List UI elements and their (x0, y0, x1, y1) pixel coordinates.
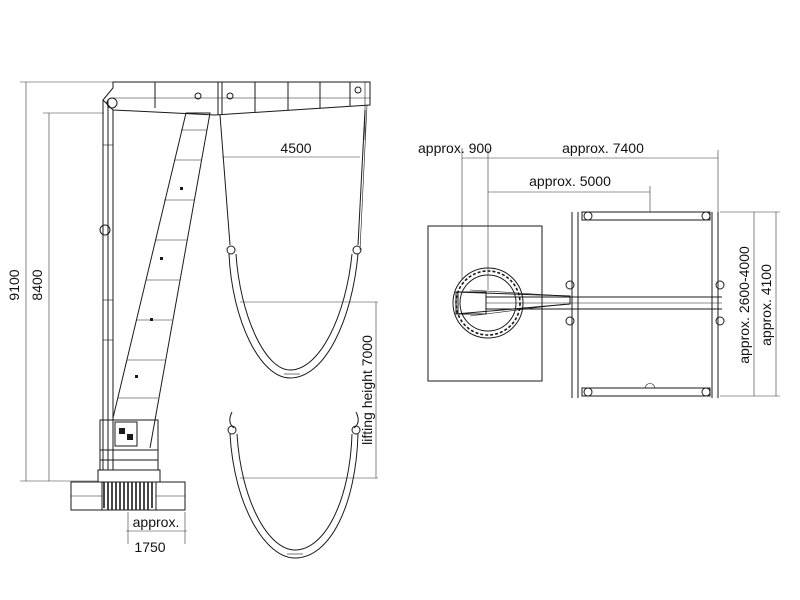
dimension-boom-height: 8400 (29, 112, 104, 481)
dimension-approx-7400-label: approx. 7400 (562, 140, 644, 156)
dimension-total-height: 9100 (6, 81, 180, 482)
crane-cab (99, 419, 159, 471)
dimension-total-height-label: 9100 (6, 269, 22, 300)
dimension-approx-2600-4000: approx. 2600-4000 (720, 211, 780, 397)
top-foundation-square (427, 225, 543, 382)
crane-boom (112, 112, 211, 449)
crane-foundation (70, 481, 186, 511)
load-sling-lower (227, 411, 361, 559)
load-sling-upper (219, 109, 366, 379)
top-boom (455, 289, 571, 317)
crane-mast (99, 97, 118, 470)
side-view: 9100 8400 (6, 81, 378, 559)
spreader-beam-top (581, 211, 711, 221)
crane-jib (102, 81, 371, 251)
spreader-frame (565, 212, 725, 398)
dimension-approx-2600-4000-label: approx. 2600-4000 (736, 246, 752, 364)
dimension-approx-4100: approx. 4100 (758, 212, 777, 396)
dimension-base-width: approx. 1750 (126, 512, 187, 555)
dimension-lifting-height-label: lifting height 7000 (359, 335, 375, 445)
dimension-base-approx-label: approx. (133, 514, 180, 530)
dimension-approx-7400: approx. 7400 (562, 140, 719, 212)
dimension-approx-4100-label: approx. 4100 (758, 264, 774, 346)
dimension-base-width-label: 1750 (134, 539, 165, 555)
top-view: approx. 900 approx. 7400 approx. 5000 (418, 140, 780, 398)
top-jib (486, 296, 722, 310)
dimension-approx-900: approx. 900 (418, 140, 718, 290)
dimension-outreach-label: 4500 (280, 140, 311, 156)
dimension-lifting-height: lifting height 7000 (240, 301, 378, 479)
dimension-approx-900-label: approx. 900 (418, 140, 492, 156)
dimension-outreach: 4500 (222, 140, 360, 158)
crane-slewing-base (97, 469, 161, 511)
spreader-beam-bottom (581, 383, 711, 397)
dimension-approx-5000: approx. 5000 (488, 173, 651, 212)
dimension-approx-5000-label: approx. 5000 (529, 173, 611, 189)
dimension-boom-height-label: 8400 (29, 269, 45, 300)
